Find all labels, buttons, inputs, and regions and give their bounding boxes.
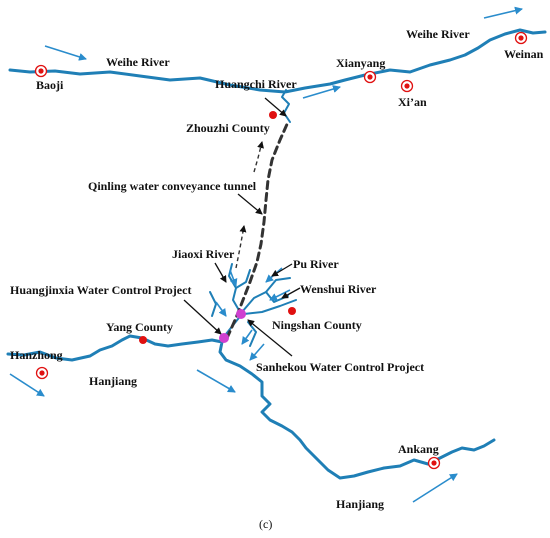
label-weihe-river-west: Weihe River	[106, 55, 170, 69]
flow-arrow-weihe-east	[483, 6, 523, 19]
label-pu-river: Pu River	[293, 257, 339, 271]
flow-arrow-jiaoxi	[229, 269, 238, 287]
jiaoxi-branch-line	[235, 269, 251, 289]
label-zhouzhi-county: Zhouzhi County	[186, 121, 270, 135]
tunnel-flow-arrow-upper	[253, 141, 264, 173]
huangchi-river-line	[281, 89, 291, 123]
pointer-pu-river	[271, 263, 293, 277]
flow-arrow-ningshan	[249, 343, 265, 361]
figure-caption: (c)	[259, 517, 272, 531]
flow-arrow-hanjiang-west	[9, 373, 45, 397]
label-yang-county: Yang County	[106, 320, 173, 334]
label-baoji: Baoji	[36, 78, 64, 92]
marker-yang-county	[139, 336, 147, 344]
marker-ankang	[427, 456, 441, 470]
pointer-jiaoxi-river	[214, 262, 227, 283]
flow-arrow-sanhekou-west	[215, 301, 227, 317]
marker-xian	[400, 79, 414, 93]
label-jiaoxi-river: Jiaoxi River	[172, 247, 235, 261]
label-ningshan-county: Ningshan County	[272, 318, 362, 332]
label-xian: Xi’an	[398, 95, 427, 109]
marker-hanzhong	[35, 366, 49, 380]
hanjiang-river-line	[6, 334, 496, 480]
label-hanzhong: Hanzhong	[10, 348, 63, 362]
small-tributary-west-line	[209, 291, 217, 317]
label-weinan: Weinan	[504, 47, 544, 61]
pointer-sanhekou-project	[247, 319, 293, 357]
flow-arrow-hanjiang-east	[412, 473, 458, 503]
weihe-river-line	[8, 28, 547, 94]
label-wenshui-river: Wenshui River	[300, 282, 377, 296]
pointer-huangjinxia-project	[183, 299, 222, 335]
tunnel-flow-arrow-lower	[235, 225, 247, 269]
marker-weinan	[514, 31, 528, 45]
label-hanjiang-west: Hanjiang	[89, 374, 137, 388]
pointer-wenshui-river	[281, 287, 301, 299]
marker-xianyang	[363, 70, 377, 84]
flow-arrow-weihe-middle	[302, 85, 341, 99]
marker-ningshan-county	[288, 307, 296, 315]
wenshui-river-line	[243, 299, 297, 315]
flow-arrow-weihe-west	[44, 45, 87, 61]
label-qinling-tunnel: Qinling water conveyance tunnel	[88, 179, 257, 193]
label-xianyang: Xianyang	[336, 56, 385, 70]
label-huangchi-river: Huangchi River	[215, 77, 297, 91]
label-hanjiang-east: Hanjiang	[336, 497, 384, 511]
flow-arrow-hanjiang-middle	[196, 369, 236, 393]
flow-arrow-pu-lower	[269, 289, 291, 301]
label-ankang: Ankang	[398, 442, 439, 456]
label-weihe-river-east: Weihe River	[406, 27, 470, 41]
pointer-tunnel	[237, 193, 263, 215]
tunnel-line	[225, 120, 290, 340]
pointer-huangchi-river	[264, 97, 287, 117]
label-sanhekou-project: Sanhekou Water Control Project	[256, 360, 424, 374]
marker-baoji	[34, 64, 48, 78]
marker-huangjinxia-project	[219, 333, 229, 343]
label-huangjinxia-project: Huangjinxia Water Control Project	[10, 283, 191, 297]
marker-sanhekou-project	[236, 309, 246, 319]
flow-arrow-sanhekou-south	[241, 329, 253, 345]
marker-zhouzhi-county	[269, 111, 277, 119]
